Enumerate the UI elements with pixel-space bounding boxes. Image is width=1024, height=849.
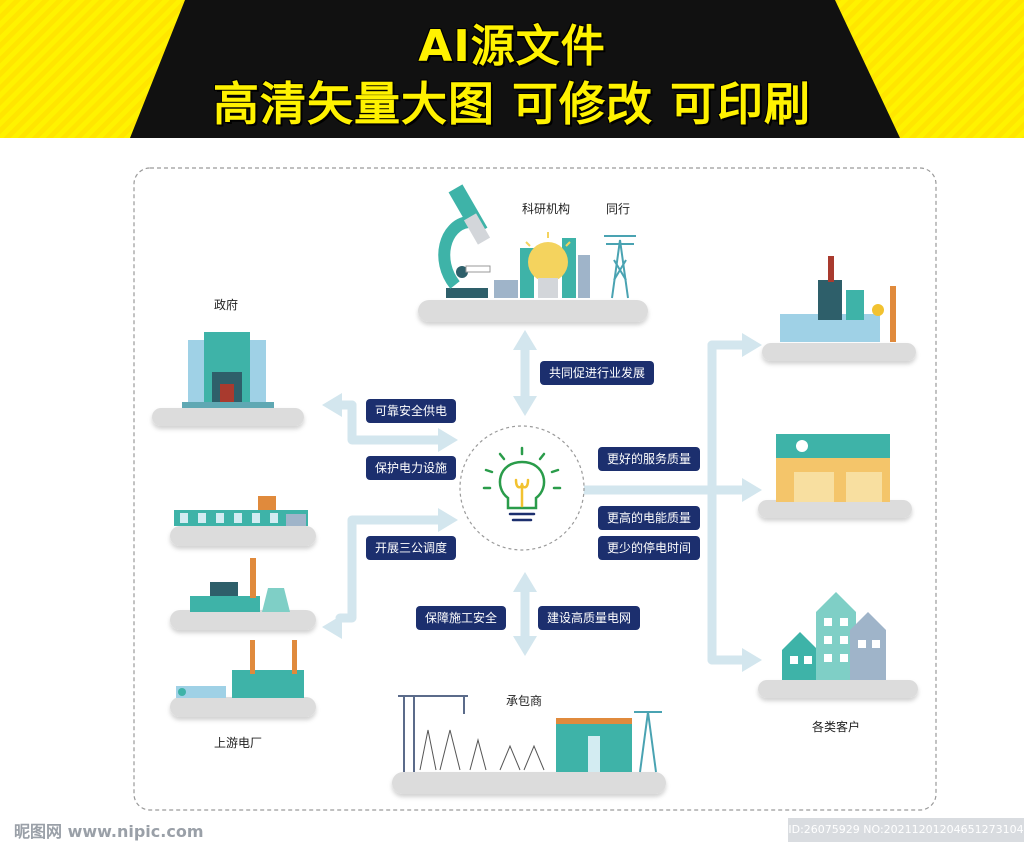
- factory-illustration: [780, 256, 896, 342]
- label-customers: 各类客户: [812, 720, 861, 734]
- pill-industry: 共同促进行业发展: [540, 361, 655, 385]
- top-banner: AI源文件 高清矢量大图 可修改 可印刷: [0, 0, 1024, 138]
- store-illustration: [776, 434, 890, 502]
- label-government: 政府: [214, 298, 239, 312]
- dam-illustration: [174, 496, 308, 526]
- thermal-plant-illustration: [190, 558, 290, 612]
- platforms: [152, 300, 918, 794]
- pill-grid-quality: 建设高质量电网: [538, 606, 641, 630]
- arrows: [330, 340, 750, 665]
- arrow-heads: [322, 330, 762, 672]
- pill-reliable-supply: 可靠安全供电: [366, 399, 457, 423]
- lightbulb-icon: [482, 446, 562, 522]
- banner-background: [0, 0, 1024, 138]
- watermark-site: 昵图网 www.nipic.com: [14, 822, 204, 841]
- label-research: 科研机构: [522, 202, 571, 216]
- watermark-id: ID:26075929 NO:20211201204651273104: [788, 818, 1024, 842]
- pill-protect-facilities: 保护电力设施: [366, 456, 457, 480]
- power-station-illustration: [176, 640, 304, 698]
- label-peers: 同行: [606, 202, 631, 216]
- pill-less-outage: 更少的停电时间: [598, 536, 701, 560]
- pill-dispatch: 开展三公调度: [366, 536, 457, 560]
- label-upstream: 上游电厂: [214, 736, 263, 750]
- pill-construction-safety: 保障施工安全: [416, 606, 507, 630]
- label-contractor: 承包商: [506, 694, 543, 708]
- contractor-illustration: [398, 695, 662, 773]
- banner-title-line2: 高清矢量大图 可修改 可印刷: [212, 77, 812, 131]
- center-hub: [459, 425, 585, 551]
- banner-title-line1: AI源文件: [418, 21, 606, 72]
- diagram-frame: [133, 167, 937, 811]
- research-institute-illustration: [438, 184, 636, 299]
- pill-better-service: 更好的服务质量: [598, 447, 701, 471]
- government-illustration: [182, 332, 274, 408]
- pill-higher-power-quality: 更高的电能质量: [598, 506, 701, 530]
- houses-illustration: [782, 592, 886, 680]
